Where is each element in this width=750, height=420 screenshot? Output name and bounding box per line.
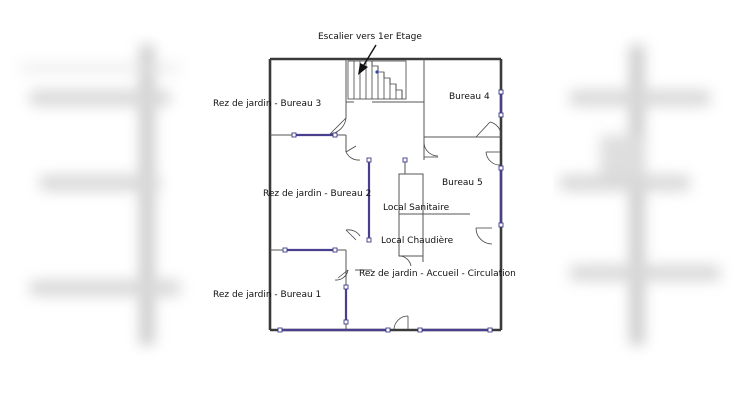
windows <box>277 89 504 333</box>
doors <box>329 117 502 331</box>
room-label-accueil: Rez de jardin - Accueil - Circulation <box>359 269 516 279</box>
floor-plan-panel <box>195 0 553 420</box>
room-label-chaudiere: Local Chaudière <box>381 235 454 246</box>
room-label-bureau3: Rez de jardin - Bureau 3 <box>213 99 321 109</box>
stair-label: Escalier vers 1er Etage <box>318 32 422 42</box>
room-label-bureau1: Rez de jardin - Bureau 1 <box>213 290 321 300</box>
room-label-sanitaire: Local Sanitaire <box>383 203 450 213</box>
room-label-bureau2: Rez de jardin - Bureau 2 <box>263 189 371 199</box>
blurred-right-panel <box>560 45 750 345</box>
room-label-bureau4: Bureau 4 <box>449 92 490 102</box>
room-label-bureau5: Bureau 5 <box>442 178 483 188</box>
staircase <box>347 60 407 100</box>
blurred-left-panel <box>0 45 180 345</box>
stair-arrow <box>358 44 377 75</box>
